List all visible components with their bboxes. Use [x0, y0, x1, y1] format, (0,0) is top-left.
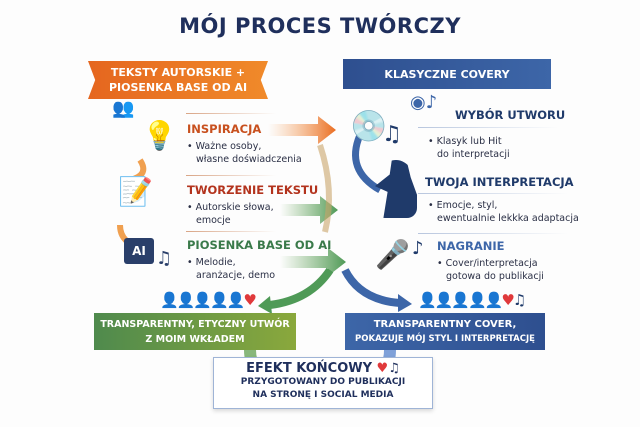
lightbulb-icon: 💡: [142, 119, 177, 152]
music-note-icon: ♪: [412, 238, 424, 259]
left-banner-line: TEKSTY AUTORSKIE +: [110, 66, 246, 79]
right-result-line: TRANSPARENTNY COVER,: [373, 318, 517, 330]
left-banner: TEKSTY AUTORSKIE + PIOSENKA BASE OD AI: [88, 61, 268, 99]
step-heading-ai-song: PIOSENKA BASE OD AI: [187, 238, 332, 252]
step-heading-text-writing: TWORZENIE TEKSTU: [187, 183, 319, 197]
audience-icon: 👤👤👤👤👤♥: [160, 291, 257, 309]
step-bullets: • Emocje, styl,ewentualnie lekkka adapta…: [428, 200, 579, 224]
final-line: NA STRONĘ I SOCIAL MEDIA: [252, 390, 394, 400]
people-icon: 👥: [112, 98, 135, 119]
arrow-text: [280, 196, 338, 224]
page-title: MÓJ PROCES TWÓRCZY: [179, 14, 461, 38]
left-result-line: Z MOIM WKŁADEM: [145, 333, 245, 345]
step-heading-interpretation: TWOJA INTERPRETACJA: [425, 175, 574, 189]
right-result-line: POKAZUJE MÓJ STYL I INTERPRETACJĘ: [355, 333, 535, 344]
cd-music-icon: ◉♪: [410, 92, 438, 113]
cd-icon: 💿: [350, 109, 388, 144]
arrow-inspiration: [268, 116, 336, 144]
microphone-icon: 🎤: [375, 238, 410, 271]
music-note-icon: ♫: [382, 122, 402, 147]
step-bullets: • Ważne osoby,własne doświadczenia: [187, 141, 302, 165]
music-note-icon: ♫: [388, 361, 400, 376]
final-heading: EFEKT KOŃCOWY ♥♫: [246, 361, 400, 376]
ai-chip-icon: AI: [124, 238, 154, 264]
step-heading-inspiration: INSPIRACJA: [187, 122, 262, 136]
left-banner-line: PIOSENKA BASE OD AI: [108, 81, 248, 94]
right-result-box: TRANSPARENTNY COVER, POKAZUJE MÓJ STYL I…: [345, 313, 545, 350]
step-heading-song-choice: WYBÓR UTWORU: [455, 108, 566, 122]
step-bullets: • Melodie,aranżacje, demo: [187, 257, 276, 281]
final-result-box: EFEKT KOŃCOWY ♥♫ PRZYGOTOWANY DO PUBLIKA…: [213, 357, 433, 409]
left-result-line: TRANSPARENTNY, ETYCZNY UTWÓR: [100, 318, 290, 330]
music-note-icon: ♫: [156, 248, 173, 269]
right-banner: KLASYCZNE COVERY: [343, 59, 551, 89]
arrow-ai: [280, 248, 346, 276]
heart-icon: ♥: [376, 361, 389, 376]
audience-icon: 👤👤👤👤👤♥♫: [418, 291, 526, 309]
notepad-pencil-icon: 📝: [118, 175, 153, 208]
final-line: PRZYGOTOWANY DO PUBLIKACJI: [240, 377, 406, 387]
left-result-box: TRANSPARENTNY, ETYCZNY UTWÓR Z MOIM WKŁA…: [94, 313, 296, 350]
step-bullets: • Autorskie słowa,emocje: [187, 202, 274, 226]
step-heading-recording: NAGRANIE: [437, 239, 505, 253]
